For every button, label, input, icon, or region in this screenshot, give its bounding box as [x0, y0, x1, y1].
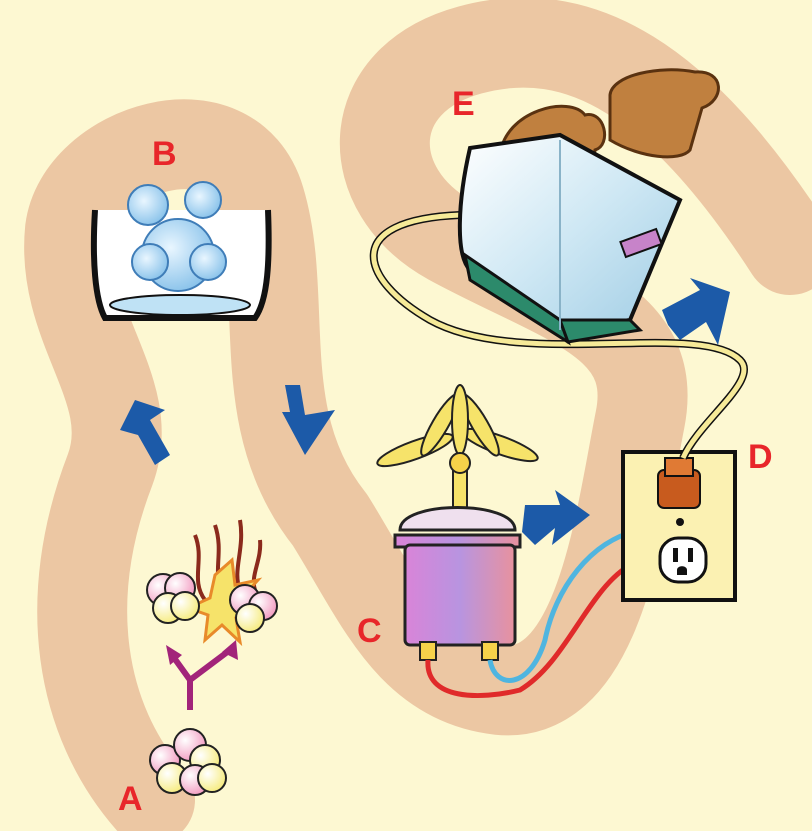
label-e: E [452, 85, 475, 123]
label-a: A [118, 780, 143, 818]
electrical-outlet [623, 452, 735, 600]
label-d: D [748, 438, 773, 476]
label-b: B [152, 135, 177, 173]
label-c: C [357, 612, 382, 650]
fission-atoms [147, 520, 277, 795]
